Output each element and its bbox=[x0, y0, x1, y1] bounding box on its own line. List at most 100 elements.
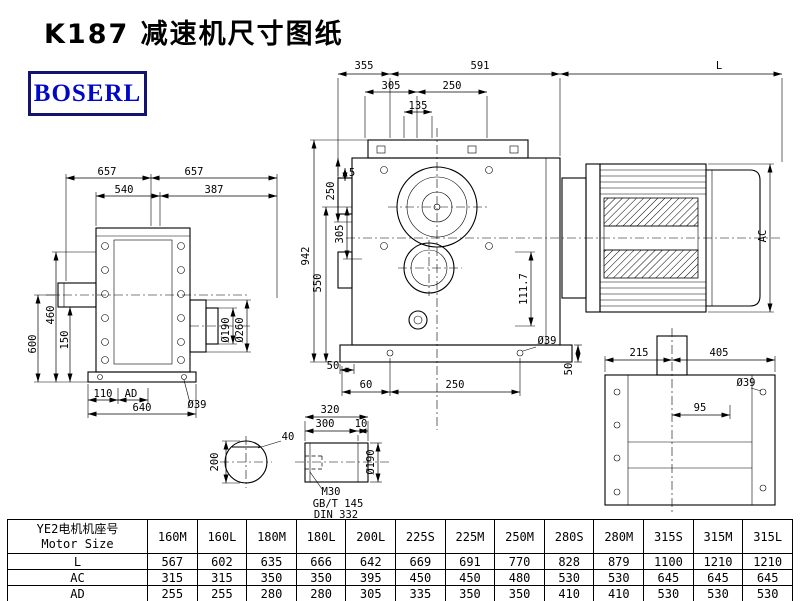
dim-label: 460 bbox=[45, 306, 57, 325]
cell: 645 bbox=[742, 569, 793, 586]
cell: 315 bbox=[147, 569, 198, 586]
dim-label: 5 bbox=[349, 167, 355, 179]
gearbox-front-view: 355 591 305 250 135 942 550 250 5 305 11… bbox=[300, 60, 780, 430]
motor-side-view: L AC bbox=[560, 60, 783, 313]
dim-label: 550 bbox=[312, 274, 324, 293]
col-header: 180M bbox=[246, 519, 297, 554]
dim-label: Ø260 bbox=[234, 317, 246, 342]
cell: 450 bbox=[444, 569, 496, 586]
dim-label: 387 bbox=[205, 184, 224, 196]
dim-label: 10 bbox=[355, 418, 368, 430]
standard-label: GB/T 145 bbox=[313, 498, 364, 510]
table-row: AC 315 315 350 350 395 450 450 480 530 5… bbox=[7, 569, 793, 586]
col-header: 280S bbox=[543, 519, 595, 554]
motor-size-header-en: Motor Size bbox=[41, 536, 114, 551]
cell: 280 bbox=[246, 585, 297, 601]
dim-label: 110 bbox=[94, 388, 113, 400]
cell: 530 bbox=[593, 569, 645, 586]
shaft-detail-view: 320 300 10 M30 GB/T 145 DIN 332 Ø190 bbox=[295, 404, 390, 521]
cell: 335 bbox=[395, 585, 446, 601]
dim-label: 640 bbox=[133, 402, 152, 414]
cell: 1100 bbox=[643, 553, 694, 570]
cell: 666 bbox=[295, 553, 347, 570]
cell: 567 bbox=[147, 553, 198, 570]
cell: 350 bbox=[444, 585, 496, 601]
table-row: AD 255 255 280 280 305 335 350 350 410 4… bbox=[7, 585, 793, 601]
col-header: 160L bbox=[196, 519, 248, 554]
dim-label: 200 bbox=[209, 453, 221, 472]
cell: 350 bbox=[246, 569, 297, 586]
motor-size-header-zh: YE2电机机座号 bbox=[36, 521, 119, 536]
gearbox-side-view: 657 657 540 387 600 460 150 110 AD 640 Ø… bbox=[27, 166, 278, 418]
cell: 645 bbox=[692, 569, 744, 586]
cell: 770 bbox=[494, 553, 545, 570]
cell: 879 bbox=[593, 553, 645, 570]
col-header: 225M bbox=[444, 519, 496, 554]
dim-label: 405 bbox=[710, 347, 729, 359]
cell: 480 bbox=[494, 569, 545, 586]
col-header: 160M bbox=[147, 519, 198, 554]
dim-label: 540 bbox=[115, 184, 134, 196]
row-label: AC bbox=[7, 569, 148, 586]
cell: 530 bbox=[543, 569, 595, 586]
dim-label: 657 bbox=[185, 166, 204, 178]
cell: 395 bbox=[345, 569, 397, 586]
col-header: 225S bbox=[395, 519, 446, 554]
cell: 280 bbox=[295, 585, 347, 601]
col-header: 315M bbox=[692, 519, 744, 554]
dim-label: 320 bbox=[321, 404, 340, 416]
table-header-row: YE2电机机座号 Motor Size 160M 160L 180M 180L … bbox=[7, 519, 793, 554]
dim-label: 300 bbox=[316, 418, 335, 430]
cell: 450 bbox=[395, 569, 446, 586]
dim-label: 305 bbox=[334, 225, 346, 244]
col-header: 315S bbox=[643, 519, 694, 554]
dim-label: 591 bbox=[471, 60, 490, 72]
foot-top-view: 215 405 95 Ø39 bbox=[604, 328, 776, 512]
cell: 410 bbox=[593, 585, 645, 601]
table-row: L 567 602 635 666 642 669 691 770 828 87… bbox=[7, 553, 793, 570]
dim-label: 60 bbox=[360, 379, 373, 391]
dim-label: 250 bbox=[443, 80, 462, 92]
cell: 691 bbox=[444, 553, 496, 570]
cell: 315 bbox=[196, 569, 248, 586]
cell: 350 bbox=[295, 569, 347, 586]
page-title: K187 减速机尺寸图纸 bbox=[44, 19, 344, 50]
cell: 350 bbox=[494, 585, 545, 601]
dim-label: Ø190 bbox=[220, 317, 232, 342]
motor-size-table: YE2电机机座号 Motor Size 160M 160L 180M 180L … bbox=[7, 519, 793, 601]
boserl-logo: BOSERL bbox=[28, 71, 147, 116]
row-label: AD bbox=[7, 585, 148, 601]
dim-label: 50 bbox=[327, 360, 340, 372]
cell: 602 bbox=[196, 553, 248, 570]
cell: 669 bbox=[395, 553, 446, 570]
cell: 530 bbox=[742, 585, 793, 601]
dim-label: AC bbox=[757, 230, 769, 243]
cell: 255 bbox=[147, 585, 198, 601]
dim-label: 657 bbox=[98, 166, 117, 178]
cell: 530 bbox=[643, 585, 694, 601]
cell: 635 bbox=[246, 553, 297, 570]
dim-label: 40 bbox=[282, 431, 295, 443]
dim-label: 355 bbox=[355, 60, 374, 72]
dim-label: 135 bbox=[409, 100, 428, 112]
cell: 530 bbox=[692, 585, 744, 601]
cell: 255 bbox=[196, 585, 248, 601]
dim-label: 111.7 bbox=[518, 273, 530, 305]
col-header: 280M bbox=[593, 519, 645, 554]
dim-label: 50 bbox=[563, 363, 575, 376]
cell: 1210 bbox=[742, 553, 793, 570]
dim-label: AD bbox=[125, 388, 138, 400]
cell: 305 bbox=[345, 585, 397, 601]
col-header: 180L bbox=[295, 519, 347, 554]
dim-label: 305 bbox=[382, 80, 401, 92]
standard-label: DIN 332 bbox=[314, 509, 358, 521]
dim-label: L bbox=[716, 60, 722, 72]
cell: 1210 bbox=[692, 553, 744, 570]
dim-label: 600 bbox=[27, 335, 39, 354]
boserl-logo-text: BOSERL bbox=[33, 79, 142, 107]
row-label: L bbox=[7, 553, 148, 570]
dim-label: 942 bbox=[300, 247, 312, 266]
thread-spec-label: M30 bbox=[322, 486, 341, 498]
cell: 645 bbox=[643, 569, 694, 586]
